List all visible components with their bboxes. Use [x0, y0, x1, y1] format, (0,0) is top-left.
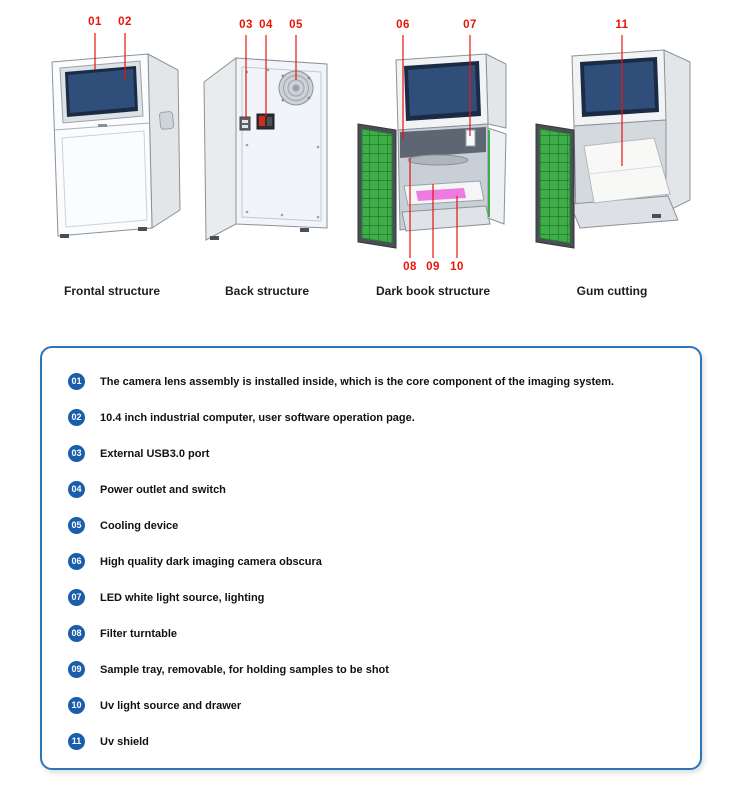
- callout-label-10: 10: [450, 261, 464, 273]
- dark-book-structure-figure: [357, 53, 507, 249]
- foot: [300, 228, 309, 232]
- legend-text-02: 10.4 inch industrial computer, user soft…: [100, 411, 415, 424]
- brand-logo: [98, 124, 107, 127]
- callout-label-07: 07: [463, 19, 477, 31]
- legend-text-05: Cooling device: [100, 519, 179, 532]
- filter-turntable: [407, 154, 469, 166]
- legend-row-07: 07 LED white light source, lighting: [68, 589, 682, 606]
- right-door: [487, 127, 507, 225]
- legend-badge-10: 10: [68, 697, 85, 714]
- device-side-panel: [203, 57, 237, 241]
- legend-panel: 01 The camera lens assembly is installed…: [40, 346, 702, 770]
- callout-label-09: 09: [426, 261, 440, 273]
- caption-dark-book-structure: Dark book structure: [375, 284, 491, 298]
- foot: [210, 236, 219, 240]
- uv-light-source: [416, 188, 466, 201]
- legend-badge-09: 09: [68, 661, 85, 678]
- screw: [281, 98, 285, 102]
- screw: [307, 96, 311, 100]
- drawer: [401, 205, 491, 232]
- legend-badge-01: 01: [68, 373, 85, 390]
- touchscreen-glass: [584, 61, 655, 112]
- uv-shield: [583, 137, 671, 204]
- legend-row-01: 01 The camera lens assembly is installed…: [68, 373, 682, 390]
- frontal-structure-figure: [51, 53, 181, 238]
- callout-label-11: 11: [615, 19, 629, 31]
- callout-label-08: 08: [403, 261, 417, 273]
- legend-text-06: High quality dark imaging camera obscura: [100, 555, 322, 568]
- legend-text-01: The camera lens assembly is installed in…: [100, 375, 615, 388]
- screw: [307, 76, 311, 80]
- legend-badge-02: 02: [68, 409, 85, 426]
- screw: [245, 143, 249, 147]
- legend-row-08: 08 Filter turntable: [68, 625, 682, 642]
- device-side-panel: [147, 53, 181, 229]
- screw: [316, 215, 320, 219]
- power-socket: [267, 117, 272, 126]
- legend-badge-05: 05: [68, 517, 85, 534]
- gum-cutting-figure: [535, 49, 691, 249]
- legend-row-09: 09 Sample tray, removable, for holding s…: [68, 661, 682, 678]
- screw: [280, 213, 284, 217]
- legend-text-07: LED white light source, lighting: [100, 591, 265, 604]
- callout-label-06: 06: [396, 19, 410, 31]
- usb-slot: [242, 125, 248, 128]
- legend-badge-07: 07: [68, 589, 85, 606]
- power-switch: [259, 116, 265, 126]
- callout-label-03: 03: [239, 19, 253, 31]
- dark-chamber: [400, 127, 486, 158]
- legend-text-11: Uv shield: [100, 735, 149, 748]
- device-illustrations-svg: [51, 33, 691, 258]
- legend-text-03: External USB3.0 port: [100, 447, 210, 460]
- fan-hub: [292, 84, 300, 92]
- legend-badge-03: 03: [68, 445, 85, 462]
- back-panel-inset: [241, 66, 322, 222]
- caption-back-structure: Back structure: [224, 284, 310, 298]
- caption-gum-cutting: Gum cutting: [576, 284, 648, 298]
- callout-label-05: 05: [289, 19, 303, 31]
- callout-leader-lines: [94, 33, 623, 258]
- legend-text-08: Filter turntable: [100, 627, 178, 640]
- legend-row-06: 06 High quality dark imaging camera obsc…: [68, 553, 682, 570]
- foot: [60, 234, 69, 238]
- usb-slot: [242, 120, 248, 123]
- touchscreen-glass: [408, 65, 477, 116]
- touchscreen-glass: [68, 69, 135, 113]
- foot: [138, 227, 147, 231]
- callout-label-02: 02: [118, 16, 132, 28]
- legend-badge-06: 06: [68, 553, 85, 570]
- legend-row-03: 03 External USB3.0 port: [68, 445, 682, 462]
- legend-row-04: 04 Power outlet and switch: [68, 481, 682, 498]
- screw: [266, 68, 270, 72]
- legend-text-10: Uv light source and drawer: [100, 699, 242, 712]
- device-side-panel: [485, 53, 507, 129]
- callout-label-04: 04: [259, 19, 273, 31]
- legend-row-11: 11 Uv shield: [68, 733, 682, 750]
- left-door-gasket: [361, 128, 393, 244]
- usb-port: [239, 116, 251, 131]
- legend-row-02: 02 10.4 inch industrial computer, user s…: [68, 409, 682, 426]
- left-door-gasket: [539, 128, 571, 244]
- front-door-outline: [61, 130, 148, 228]
- uv-shield-fold: [587, 165, 663, 175]
- legend-badge-08: 08: [68, 625, 85, 642]
- screw: [316, 145, 320, 149]
- legend-text-09: Sample tray, removable, for holding samp…: [100, 663, 389, 676]
- screw: [281, 74, 285, 78]
- legend-row-05: 05 Cooling device: [68, 517, 682, 534]
- side-handle: [158, 111, 175, 130]
- drawer: [569, 195, 679, 229]
- legend-badge-04: 04: [68, 481, 85, 498]
- legend-badge-11: 11: [68, 733, 85, 750]
- caption-frontal-structure: Frontal structure: [63, 284, 161, 298]
- screw: [245, 210, 249, 214]
- foot: [652, 214, 661, 218]
- callout-label-01: 01: [88, 16, 102, 28]
- back-structure-figure: [203, 57, 328, 241]
- legend-text-04: Power outlet and switch: [100, 483, 226, 496]
- legend-row-10: 10 Uv light source and drawer: [68, 697, 682, 714]
